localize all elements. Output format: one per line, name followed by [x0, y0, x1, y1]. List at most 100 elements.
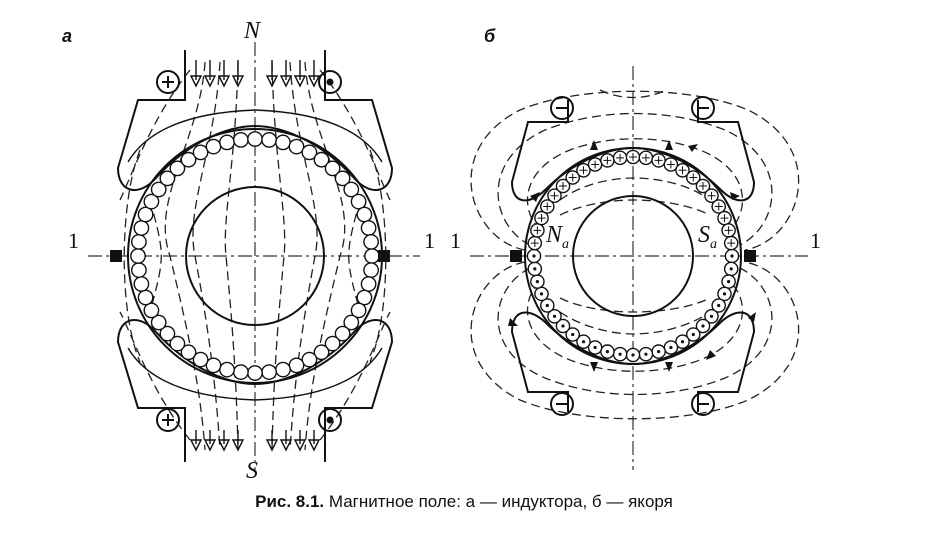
armature-conductor: [356, 206, 373, 223]
armature-conductor: [275, 361, 291, 378]
armature-conductor: [275, 134, 291, 151]
conductor-cross-mark: [533, 226, 542, 235]
field-lines-b: [470, 89, 800, 420]
conductor-cross-mark: [616, 153, 625, 162]
armature-conductor: [133, 276, 150, 292]
armature-conductor: [334, 325, 351, 342]
panel-a-letter: а: [62, 26, 72, 46]
armature-shaft: [185, 186, 325, 326]
armature-conductor: [192, 351, 209, 368]
conductor-minus-top-right: [691, 96, 715, 120]
armature-conductor: [130, 262, 147, 278]
conductor-dot-mark: [727, 280, 731, 284]
caption-text: Магнитное поле: а — индуктора, б — якоря: [324, 492, 673, 511]
conductor-cross-mark: [559, 182, 567, 190]
conductor-cross-mark: [530, 239, 539, 248]
armature-conductor: [150, 181, 167, 198]
conductor-dot-mark: [593, 345, 597, 350]
conductor-cross-mark: [724, 226, 733, 235]
armature-conductor: [232, 131, 249, 148]
conductor-dot-mark: [532, 254, 536, 258]
conductor-cross-mark: [678, 166, 687, 175]
conductor-cross-mark: [714, 202, 723, 211]
axis-label-right-b: 1: [810, 228, 821, 253]
armature-conductor: [247, 131, 263, 147]
conductor-dot-mark: [729, 267, 733, 271]
conductor-dot-mark: [680, 340, 685, 344]
conductor-dot-mark: [717, 303, 721, 308]
armature-conductor: [205, 138, 222, 155]
conductor-cross-top-left: [156, 70, 180, 94]
armature-conductor: [133, 220, 150, 236]
armature-conductor: [313, 151, 330, 168]
conductor-cross-mark: [568, 173, 577, 182]
armature-conductor: [343, 314, 360, 331]
panel-b: б 1 1: [450, 26, 821, 470]
armature-conductor: [143, 302, 160, 319]
armature-conductor: [334, 170, 351, 187]
armature-conductor: [137, 289, 154, 306]
conductor-dot-mark: [561, 324, 565, 328]
armature-conductor: [364, 248, 380, 264]
conductor-dot-mark: [539, 292, 544, 296]
figure-caption: Рис. 8.1. Магнитное поле: а — индуктора,…: [0, 492, 928, 512]
conductor-cross-mark: [720, 214, 729, 223]
armature-conductor: [363, 233, 379, 250]
conductor-minus-top-left: [550, 96, 574, 120]
armature-conductor: [261, 131, 277, 148]
pole-north-label: N: [243, 18, 262, 44]
pole-south-label: S: [246, 458, 258, 484]
armature-conductor: [360, 276, 377, 292]
conductor-dot-mark: [691, 332, 695, 337]
field-arrows-b: [508, 140, 756, 372]
south-arrows: [189, 430, 321, 452]
armature-shaft-b: [572, 195, 694, 317]
conductor-cross-bottom-left: [156, 408, 180, 432]
conductor-cross-mark: [666, 160, 675, 169]
armature-conductor: [219, 361, 235, 378]
armature-conductor: [130, 233, 147, 250]
conductor-cross-mark: [689, 173, 698, 182]
armature-conductor: [261, 364, 277, 380]
conductor-cross-mark: [699, 182, 707, 190]
armature-conductor: [324, 160, 341, 177]
armature-conductor: [180, 151, 197, 168]
armature-north-label: Na: [545, 222, 569, 252]
conductor-cross-mark: [591, 160, 600, 169]
armature-south-label: Sa: [698, 222, 717, 252]
brush-right-b: [744, 250, 756, 262]
conductor-cross-mark: [537, 214, 546, 223]
conductor-dot-mark: [605, 350, 610, 354]
armature-conductor: [130, 248, 146, 264]
armature-conductor: [301, 144, 318, 161]
north-arrows: [189, 60, 321, 88]
conductor-dot-mark: [581, 340, 586, 344]
panel-b-letter: б: [484, 26, 496, 46]
axis-label-left-b: 1: [450, 228, 461, 253]
conductor-dot-mark: [669, 345, 673, 350]
armature-conductor: [324, 335, 341, 352]
conductor-cross-mark: [550, 191, 559, 200]
conductor-dot-mark: [722, 292, 727, 296]
caption-label: Рис. 8.1.: [255, 492, 325, 511]
axis-label-right: 1: [424, 228, 435, 253]
armature-conductor: [288, 357, 305, 374]
armature-conductor: [360, 220, 377, 236]
armature-outer-b: [524, 147, 742, 365]
conductor-cross-mark: [641, 153, 650, 162]
armature-conductor: [363, 262, 379, 278]
armature-conductor: [247, 365, 263, 381]
armature-conductor: [232, 364, 249, 380]
conductor-cross-mark: [543, 202, 552, 211]
conductor-minus-bottom-left: [550, 392, 574, 416]
armature-conductor: [137, 206, 154, 223]
conductor-cross-mark: [579, 166, 588, 175]
conductor-dot-bottom-right: [318, 408, 342, 432]
armature-conductor: [169, 160, 186, 177]
panel-a: а N S 1 1: [62, 18, 435, 484]
armature-conductor: [150, 314, 167, 331]
conductor-dot-mark: [618, 352, 622, 356]
conductor-cross-mark: [654, 156, 663, 165]
conductor-dot-mark: [533, 267, 537, 271]
armature-conductor: [350, 193, 367, 210]
